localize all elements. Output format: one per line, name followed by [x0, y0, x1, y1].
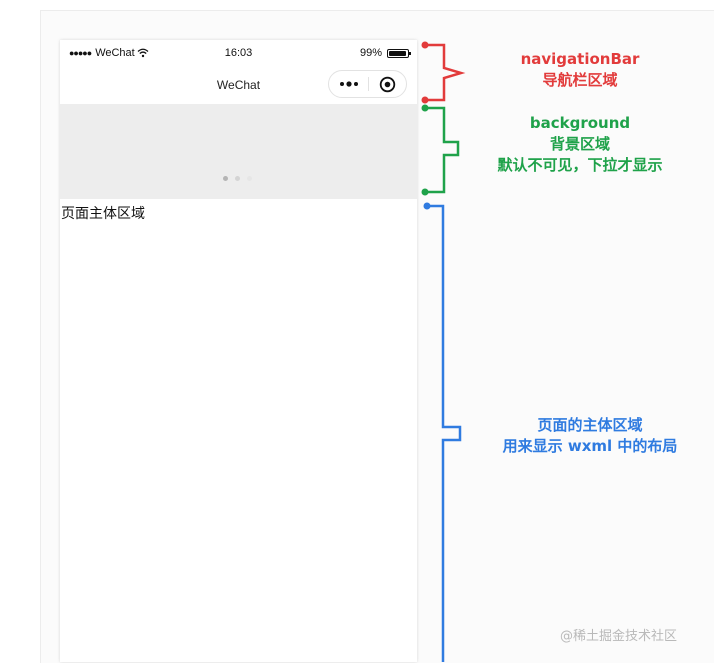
annotation-background-line2: 背景区域 — [549, 135, 610, 153]
watermark: @稀土掘金技术社区 — [560, 629, 678, 644]
annotation-background: background 背景区域 默认不可见，下拉才显示 — [470, 113, 690, 176]
record-circle-icon[interactable] — [379, 76, 396, 93]
battery-percent: 99% — [359, 47, 382, 59]
status-time: 16:03 — [224, 47, 253, 59]
annotation-body-line2: 用来显示 wxml 中的布局 — [502, 437, 678, 455]
battery-icon — [387, 48, 411, 58]
annotation-navigation-line2: 导航栏区域 — [542, 71, 618, 89]
carrier-name: WeChat — [95, 47, 135, 59]
navigation-bar: WeChat — [60, 66, 417, 104]
background-bracket — [421, 104, 460, 196]
annotation-navigation: navigationBar 导航栏区域 — [500, 49, 660, 91]
status-left: ●●●●● WeChat — [69, 47, 149, 59]
background-area — [60, 104, 417, 199]
status-bar: ●●●●● WeChat 16:03 99% — [60, 40, 417, 66]
page-body-label: 页面主体区域 — [61, 206, 145, 222]
wifi-icon — [137, 48, 149, 58]
nav-bracket — [421, 41, 466, 104]
page-body: 页面主体区域 — [60, 199, 417, 662]
status-right: 99% — [359, 47, 411, 59]
annotation-background-line3: 默认不可见，下拉才显示 — [497, 156, 663, 174]
body-bracket — [423, 202, 462, 662]
annotation-background-line1: background — [529, 114, 631, 132]
menu-capsule — [328, 70, 407, 98]
annotation-body-line1: 页面的主体区域 — [537, 416, 643, 434]
nav-title: WeChat — [216, 78, 261, 92]
more-dots-icon[interactable] — [339, 78, 361, 90]
pager-dot — [247, 176, 252, 181]
pager-dot — [223, 176, 228, 181]
pager-dots — [223, 176, 252, 181]
battery-fill — [389, 50, 406, 56]
capsule-divider — [368, 77, 369, 91]
annotation-body: 页面的主体区域 用来显示 wxml 中的布局 — [470, 415, 710, 457]
signal-strength: ●●●●● — [69, 48, 92, 58]
annotation-navigation-line1: navigationBar — [520, 50, 640, 68]
pager-dot — [235, 176, 240, 181]
phone-screen: ●●●●● WeChat 16:03 99% WeChat — [60, 40, 417, 662]
battery-tip — [409, 51, 411, 55]
